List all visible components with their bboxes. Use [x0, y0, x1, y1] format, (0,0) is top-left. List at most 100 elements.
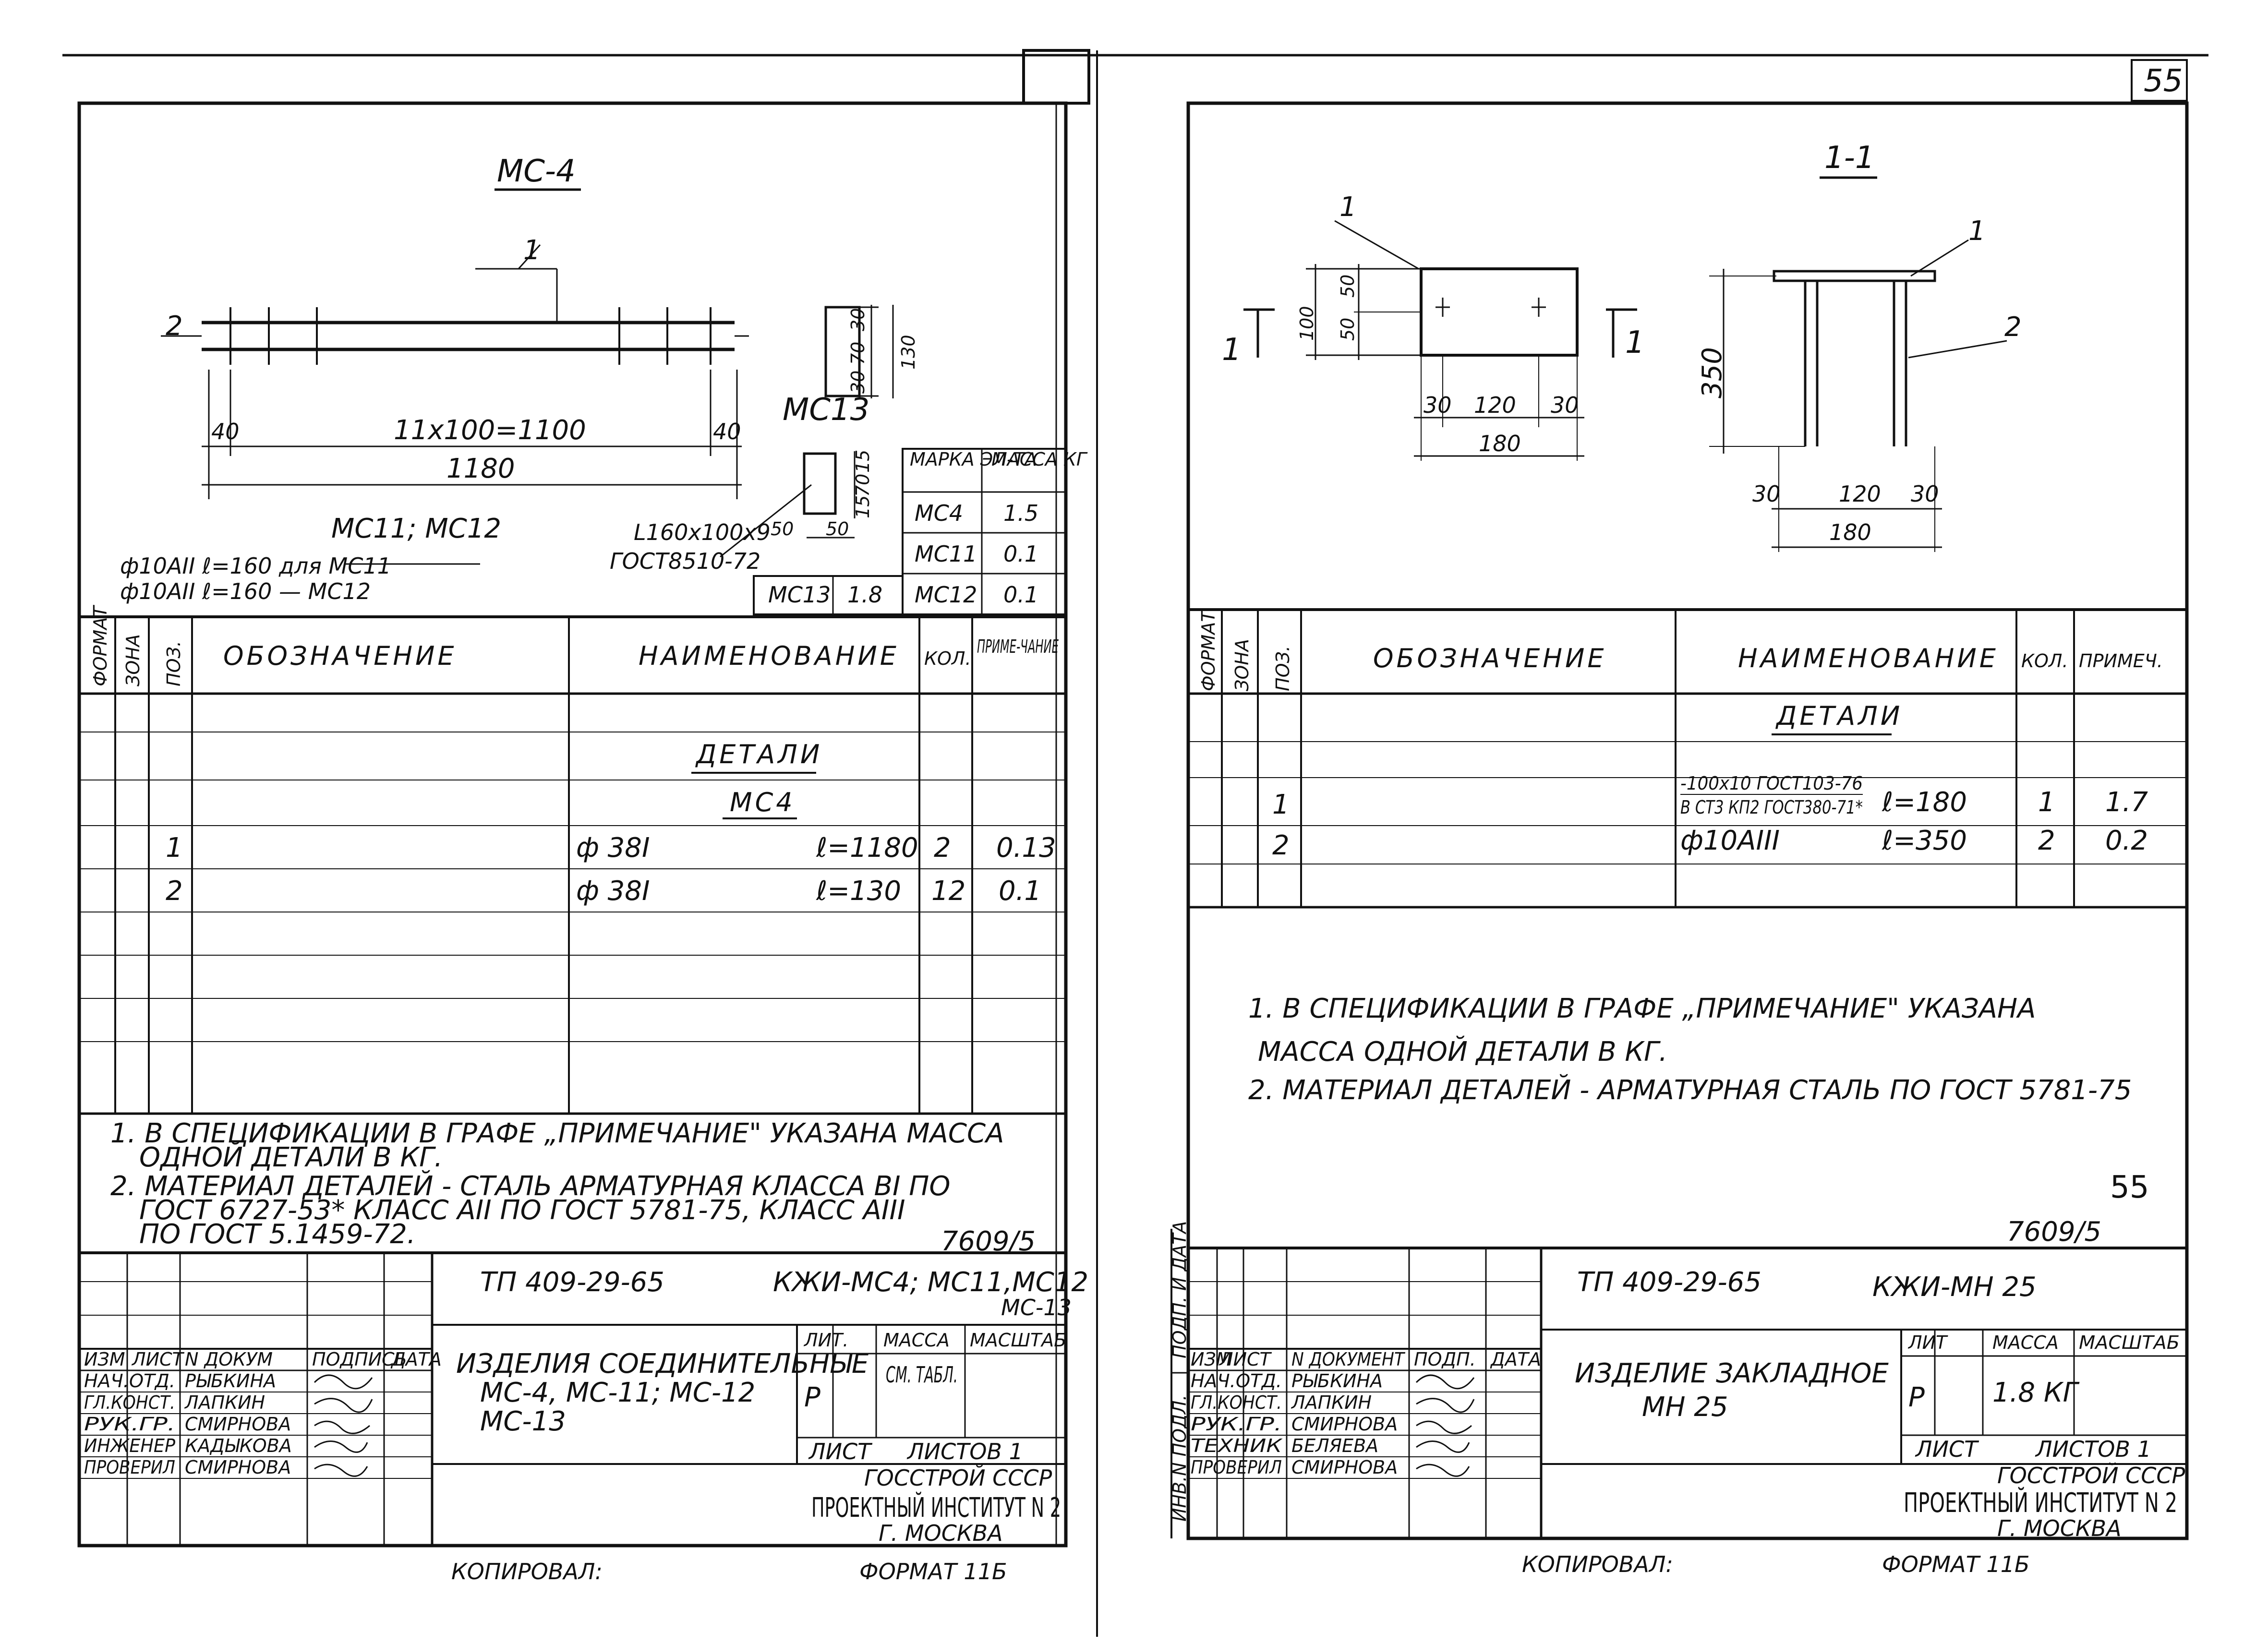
left-frame [77, 101, 1068, 1548]
mc13-dim-50a: 50 [771, 518, 794, 540]
title-block-right: ПОДП. И ДАТА ИНВ.N ПОДЛ. ТП 409-29-65 КЖ… [1169, 1221, 2187, 1541]
angle-profile: L160х100х9 [634, 519, 771, 545]
title-block-left: ТП 409-29-65 КЖИ-МС4; МС11,МС12 МС-13 ИЗ… [79, 1251, 1088, 1546]
plate-dim-180: 180 [1479, 431, 1521, 456]
sig-head: ПОДПИСЬ [312, 1349, 407, 1370]
note-line: ГОСТ 6727-53* КЛАСС АII ПО ГОСТ 5781-75,… [139, 1195, 905, 1226]
head-lit: ЛИТ. [803, 1330, 848, 1351]
mass-row-value: 1.5 [1003, 500, 1038, 526]
org-3: Г. МОСКВА [879, 1520, 1003, 1546]
dim-40-left: 40 [211, 419, 240, 444]
drawing-code: КЖИ-МС4; МС11,МС12 [773, 1267, 1088, 1298]
mc13-label: МС13 [783, 392, 869, 428]
sig-head: ЛИСТ [1218, 1349, 1272, 1370]
binding-box [1022, 49, 1090, 105]
staff-role: РУК.ГР. [1191, 1414, 1282, 1435]
col-designation: ОБОЗНАЧЕНИЕ [223, 641, 457, 671]
sheets-label: ЛИСТОВ 1 [906, 1439, 1023, 1464]
org-2: ПРОЕКТНЫЙ ИНСТИТУТ N 2 [811, 1492, 1061, 1524]
plate-view: 1 100 50 50 30 120 30 180 1 1 [1222, 192, 1645, 461]
stage-letter: Р [1908, 1382, 1925, 1413]
footer-copied: КОПИРОВАЛ: [1522, 1551, 1673, 1577]
row-pos: 1 [166, 832, 183, 864]
mc4-side-view: 30 70 30 130 [824, 305, 919, 398]
drawing-code: КЖИ-МН 25 [1872, 1272, 2037, 1303]
sig-head: ИЗМ [84, 1349, 125, 1370]
sheets-label: ЛИСТОВ 1 [2035, 1436, 2151, 1462]
product-title-1: ИЗДЕЛИЕ ЗАКЛАДНОЕ [1575, 1358, 1889, 1389]
spec-table-right: ФОРМАТ ЗОНА ПОЗ. ОБОЗНАЧЕНИЕ НАИМЕНОВАНИ… [1188, 608, 2187, 909]
left-sheet: МС-4 1 2 40 11х100=1100 40 [77, 101, 1088, 1584]
mass-row-mark: МС11 [915, 541, 977, 567]
staff-role: НАЧ.ОТД. [84, 1370, 175, 1392]
subsection-mc4: МС4 [730, 787, 796, 817]
row-length: ℓ=130 [816, 876, 901, 907]
col-qty: КОЛ. [2021, 650, 2068, 672]
mc13-dim-15a: 15 [852, 450, 873, 473]
sig-head: ДАТА [1490, 1349, 1541, 1370]
section-view: 1 2 350 30 120 30 180 [1697, 216, 2022, 552]
col-qty: КОЛ. [924, 648, 971, 669]
drawing-code-2: МС-13 [1001, 1295, 1072, 1320]
row-name: ф 38I [576, 876, 650, 907]
note-line: 1. В СПЕЦИФИКАЦИИ В ГРАФЕ „ПРИМЕЧАНИЕ" У… [1248, 993, 2036, 1024]
staff-role: ГЛ.КОНСТ. [84, 1392, 175, 1413]
plate-leader-1: 1 [1339, 192, 1357, 223]
col-zone: ЗОНА [122, 634, 144, 686]
row-length: ℓ=1180 [816, 832, 918, 864]
footer-copied: КОПИРОВАЛ: [451, 1559, 603, 1584]
plate-dim-100: 100 [1296, 306, 1317, 341]
head-scale: МАСШТАБ [2079, 1332, 2180, 1353]
col-note: ПРИМЕ-ЧАНИЕ [977, 636, 1059, 657]
mass-value: СМ. ТАБЛ. [886, 1362, 958, 1388]
section-dim-30b: 30 [1911, 481, 1939, 507]
staff-name: СМИРНОВА [185, 1457, 291, 1478]
col-format: ФОРМАТ [90, 605, 111, 686]
rod-note-1: ф10АII ℓ=160 для МС11 [120, 553, 391, 579]
row-qty: 1 [2038, 787, 2055, 818]
head-mass: МАССА [883, 1330, 950, 1351]
sig-head: ДАТА [390, 1349, 442, 1370]
sig-head: ЛИСТ [131, 1349, 185, 1370]
sig-head: N ДОКУМЕНТ [1291, 1349, 1406, 1370]
page-number-box [2131, 59, 2188, 102]
staff-role: ИНЖЕНЕР [84, 1435, 175, 1456]
sig-head: ИЗМ [1191, 1349, 1232, 1370]
footer-format: ФОРМАТ 11Б [859, 1559, 1007, 1584]
col-zone: ЗОНА [1231, 639, 1253, 691]
plate-dim-30a: 30 [1424, 392, 1452, 418]
right-sheet: 1-1 1 100 50 50 30 120 [1169, 101, 2189, 1577]
staff-name: БЕЛЯЕВА [1291, 1435, 1378, 1456]
row-length: ℓ=180 [1882, 787, 1967, 818]
mass-extra-mark: МС13 [768, 582, 831, 608]
signatures [1415, 1374, 1475, 1477]
row-name-bottom: В СТ3 КП2 ГОСТ380-71* [1680, 797, 1863, 818]
section-title: 1-1 [1824, 140, 1875, 176]
col-pos: ПОЗ. [1272, 646, 1293, 691]
mass-extra-value: 1.8 [847, 582, 882, 608]
sig-head: ПОДП. [1414, 1349, 1476, 1370]
row-name-top: -100х10 ГОСТ103-76 [1680, 773, 1863, 794]
org-3: Г. МОСКВА [1997, 1515, 2122, 1541]
side-label-inv: ИНВ.N ПОДЛ. [1169, 1395, 1190, 1522]
signatures [314, 1374, 373, 1477]
staff-name: РЫБКИНА [1291, 1370, 1383, 1392]
row-length: ℓ=350 [1882, 825, 1967, 856]
staff-role: ТЕХНИК [1191, 1435, 1283, 1456]
staff-role: ГЛ.КОНСТ. [1191, 1392, 1282, 1413]
plate-dim-30b: 30 [1551, 392, 1579, 418]
col-format: ФОРМАТ [1198, 610, 1219, 691]
note-line: 2. МАТЕРИАЛ ДЕТАЛЕЙ - СТАЛЬ АРМАТУРНАЯ К… [110, 1171, 950, 1202]
row-pos: 1 [1272, 789, 1290, 820]
doc-ref: 7609/5 [2007, 1216, 2101, 1248]
sheet-label: ЛИСТ [1915, 1436, 1979, 1462]
row-qty: 2 [934, 832, 951, 864]
col-name: НАИМЕНОВАНИЕ [639, 641, 899, 671]
col-designation: ОБОЗНАЧЕНИЕ [1373, 643, 1606, 673]
sig-head: N ДОКУМ [185, 1349, 273, 1370]
right-frame [1186, 101, 2189, 1540]
row-name: ф 38I [576, 832, 650, 864]
org-1: ГОССТРОЙ СССР [864, 1465, 1052, 1491]
section-details: ДЕТАЛИ [695, 739, 822, 769]
